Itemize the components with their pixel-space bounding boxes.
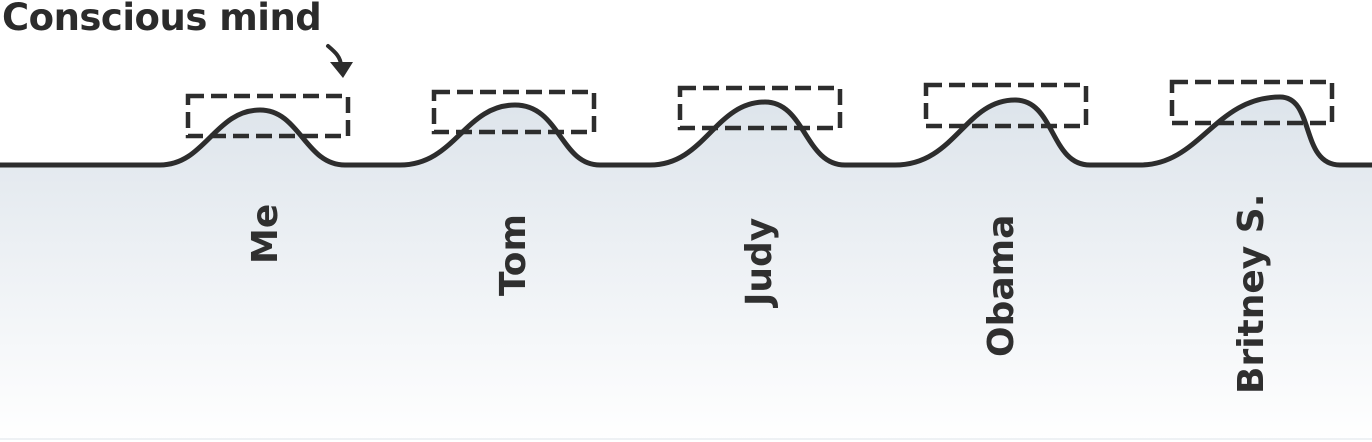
dashed-box-me	[185, 93, 351, 139]
label-britney: Britney S.	[1231, 193, 1272, 394]
bottom-rule	[0, 438, 1372, 440]
label-tom: Tom	[493, 213, 534, 296]
wave-line	[0, 94, 1372, 168]
dashed-box-britney	[1169, 79, 1335, 126]
label-me: Me	[245, 203, 286, 264]
dashed-box-tom	[431, 89, 597, 135]
subconscious-area	[0, 97, 1372, 442]
dashed-box-judy	[677, 85, 843, 131]
label-obama: Obama	[981, 214, 1022, 357]
dashed-box-obama	[923, 82, 1089, 129]
label-judy: Judy	[739, 217, 780, 306]
diagram-title: Conscious mind	[2, 0, 322, 39]
arrowhead-icon	[330, 62, 353, 78]
